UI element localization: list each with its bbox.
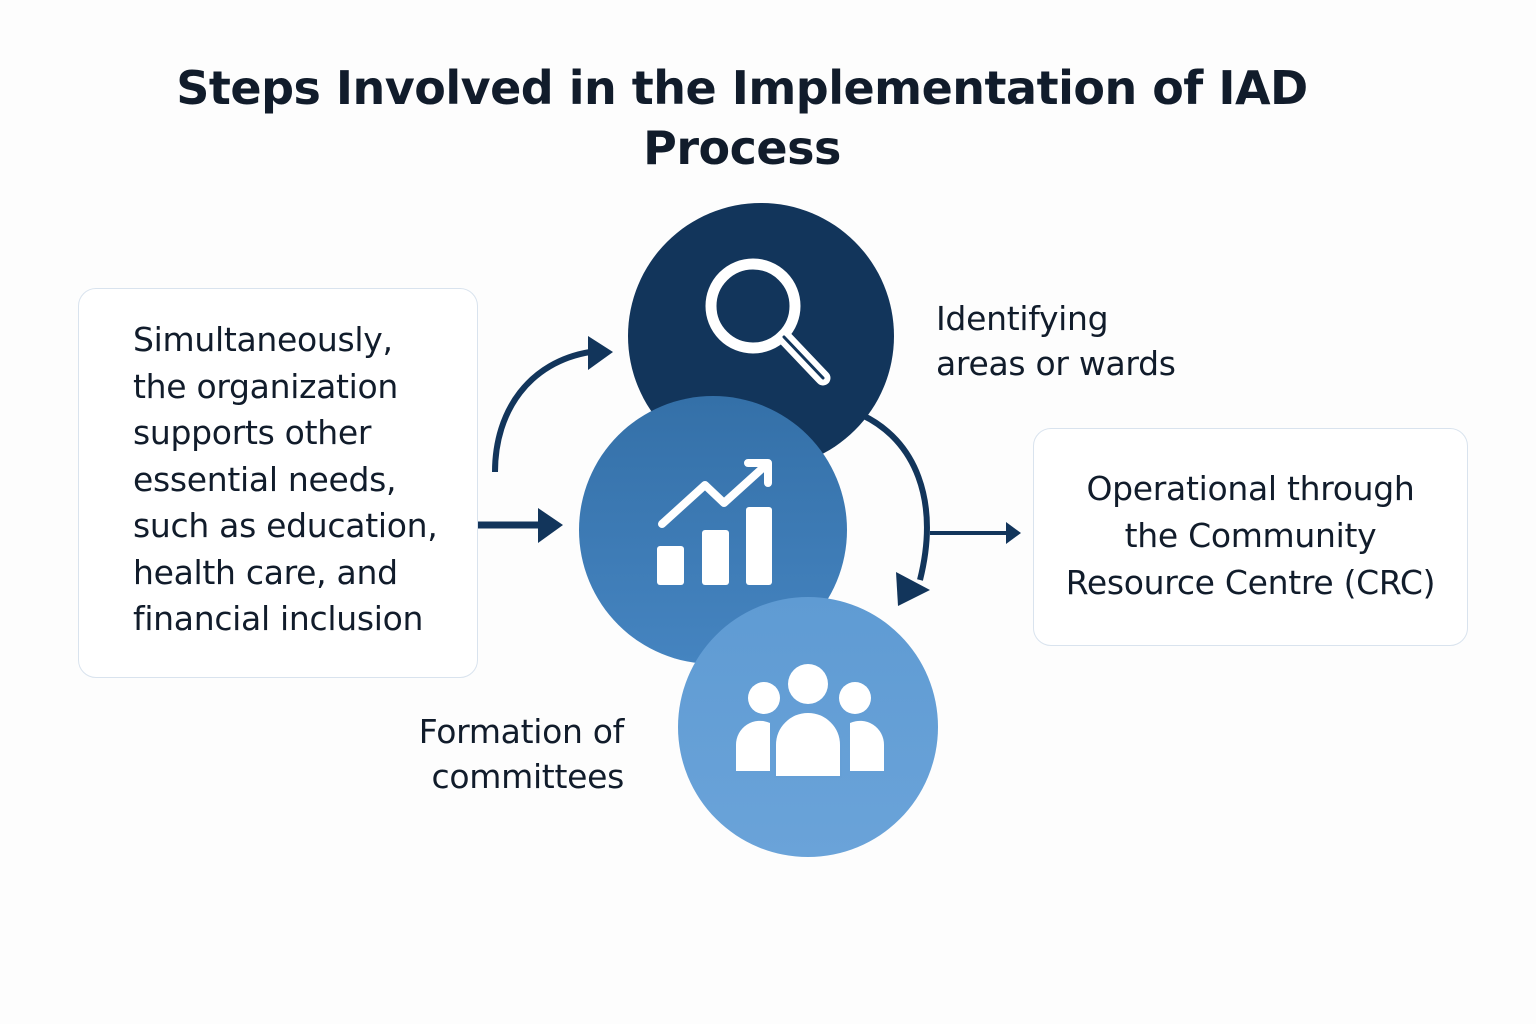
label-line: Formation of bbox=[418, 712, 625, 751]
crc-box: Operational through the Community Resour… bbox=[1033, 428, 1468, 646]
arrowhead bbox=[1006, 522, 1021, 544]
label-line: areas or wards bbox=[936, 344, 1176, 383]
support-needs-box: Simultaneously, the organization support… bbox=[78, 288, 478, 678]
group-icon bbox=[735, 664, 885, 778]
search-icon bbox=[705, 258, 831, 386]
box-text-line: such as education, bbox=[133, 506, 438, 545]
label-formation-committees: Formation of committees bbox=[380, 709, 625, 799]
arrowhead bbox=[538, 508, 563, 543]
curved-arrow-up bbox=[492, 349, 591, 473]
growth-chart-icon bbox=[657, 459, 772, 585]
page-title: Steps Involved in the Implementation of … bbox=[0, 58, 1484, 178]
label-line: Identifying bbox=[936, 299, 1109, 338]
box-text-line: the Community bbox=[1124, 516, 1377, 555]
title-line: Steps Involved in the Implementation of … bbox=[176, 61, 1308, 115]
box-text-line: Simultaneously, bbox=[133, 320, 393, 359]
arrowhead bbox=[588, 336, 613, 370]
box-text-line: essential needs, bbox=[133, 459, 397, 499]
box-text-line: Operational through bbox=[1086, 469, 1415, 508]
box-text-line: Resource Centre (CRC) bbox=[1065, 563, 1436, 602]
label-line: committees bbox=[431, 757, 625, 796]
curved-arrow-down bbox=[860, 412, 930, 581]
arrowhead bbox=[896, 572, 930, 606]
label-identifying-areas: Identifying areas or wards bbox=[936, 296, 1176, 386]
box-text-line: financial inclusion bbox=[133, 599, 424, 638]
box-text-line: health care, and bbox=[133, 552, 398, 592]
box-text-line: supports other bbox=[133, 413, 372, 452]
title-line: Process bbox=[643, 121, 841, 175]
box-text-line: the organization bbox=[133, 366, 399, 406]
